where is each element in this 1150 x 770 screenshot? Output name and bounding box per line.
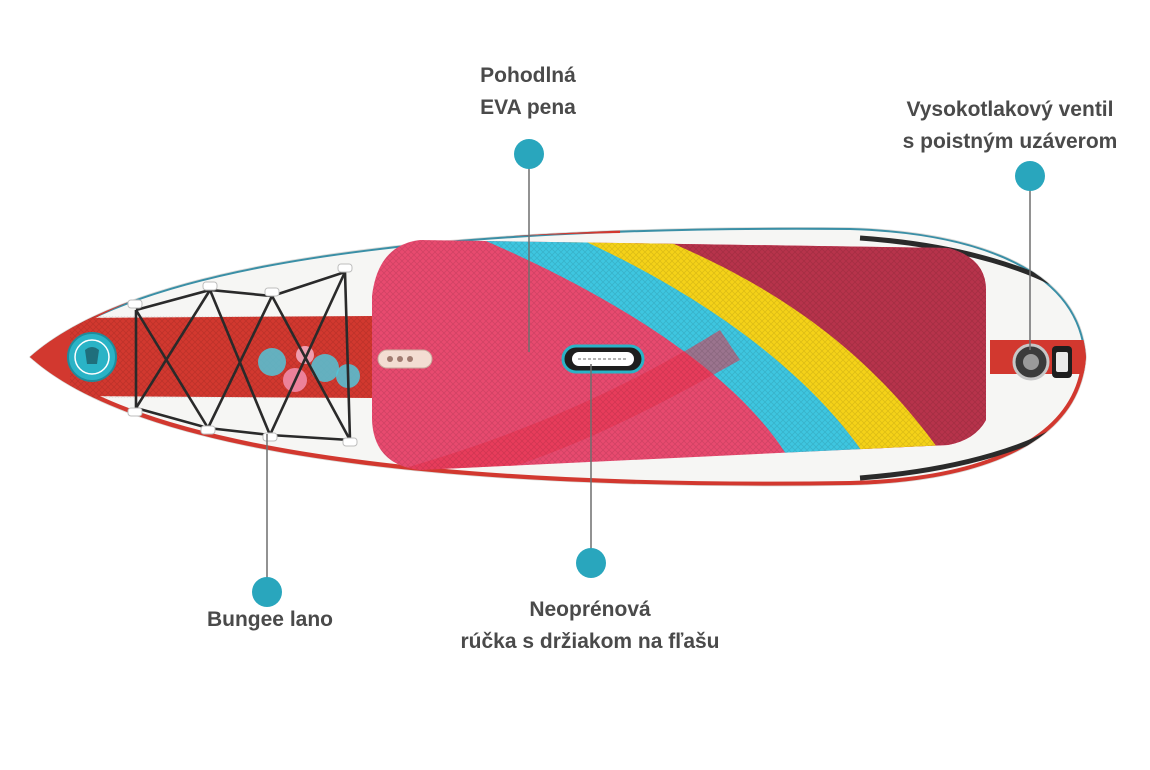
valve [1012, 343, 1072, 381]
callout-label-eva-pad: Pohodlná EVA pena [430, 60, 626, 124]
callout-label-handle: Neoprénová rúčka s držiakom na fľašu [420, 594, 760, 658]
callout-eva-pad-line2: EVA pena [480, 96, 576, 119]
bungee-d-rings [127, 263, 358, 447]
callout-eva-pad-line1: Pohodlná [480, 64, 576, 87]
callout-dot-bungee [252, 577, 282, 607]
callout-dot-eva-pad [514, 139, 544, 169]
callout-dot-handle [576, 548, 606, 578]
callout-valve-line1: Vysokotlakový ventil [906, 98, 1114, 121]
callout-bungee-line1: Bungee lano [206, 608, 333, 631]
nose-logo [67, 332, 117, 382]
pad-plaque [377, 349, 433, 369]
leader-lines [266, 154, 1031, 590]
callout-dot-valve [1015, 161, 1045, 191]
callout-handle-line1: Neoprénová [529, 598, 651, 621]
callout-label-bungee: Bungee lano [170, 604, 370, 636]
carry-handle [561, 344, 645, 374]
callout-handle-line2: rúčka s držiakom na fľašu [460, 630, 720, 653]
callout-label-valve: Vysokotlakový ventil s poistným uzáverom [860, 94, 1150, 158]
callout-valve-line2: s poistným uzáverom [902, 130, 1118, 153]
eva-deck-pad [372, 240, 986, 470]
